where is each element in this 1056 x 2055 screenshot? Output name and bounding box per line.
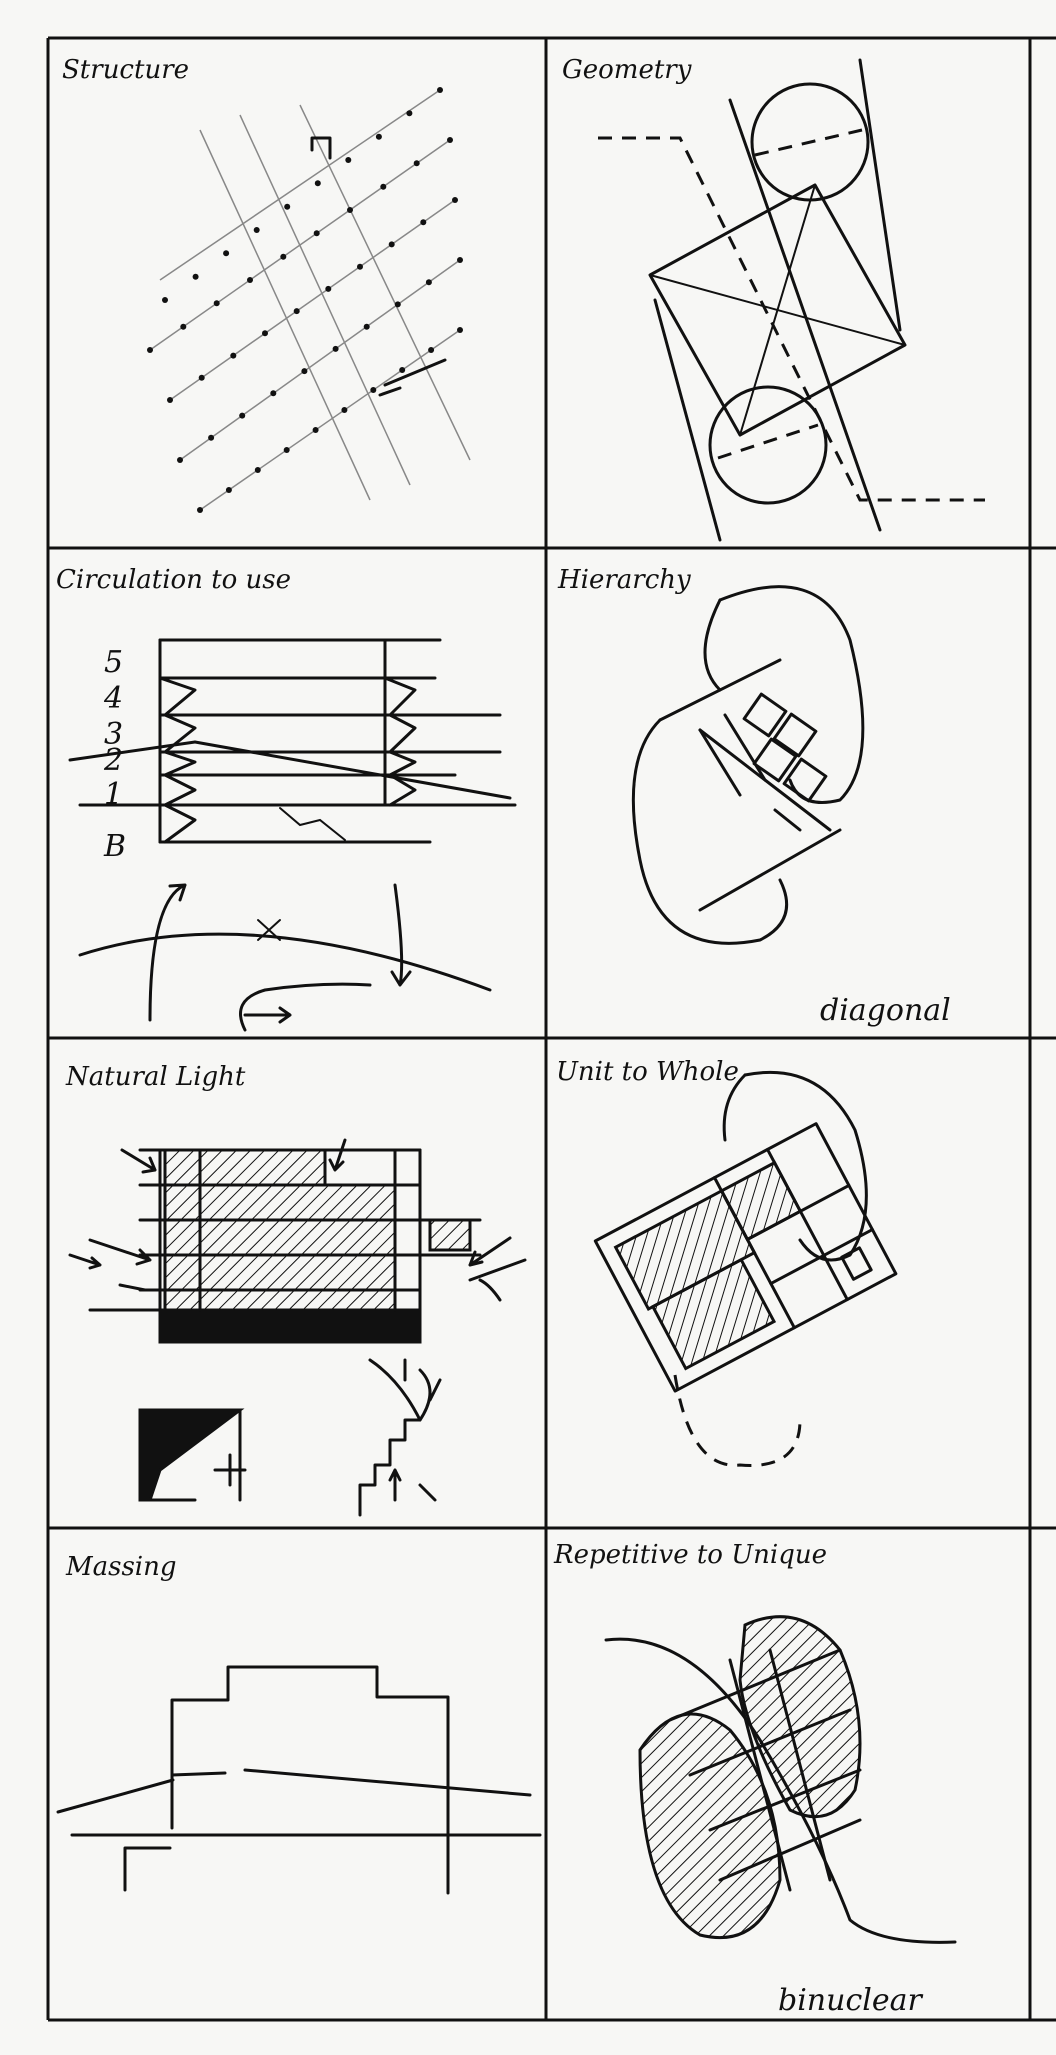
column-dot bbox=[147, 347, 153, 353]
column-dot bbox=[262, 330, 268, 337]
column-dot bbox=[413, 160, 420, 167]
level-label: 2 bbox=[103, 743, 123, 778]
column-dot bbox=[197, 507, 203, 513]
column-dot bbox=[223, 250, 230, 257]
column-dot bbox=[312, 427, 319, 433]
cell-title-repetitive: Repetitive to Unique bbox=[553, 1540, 827, 1570]
level-label: 5 bbox=[104, 645, 123, 680]
column-dot bbox=[198, 374, 205, 381]
column-dot bbox=[230, 352, 237, 359]
column-dot bbox=[213, 300, 220, 307]
column-dot bbox=[284, 203, 291, 210]
column-dot bbox=[208, 434, 215, 441]
column-dot bbox=[457, 327, 463, 333]
cell-title-natural-light: Natural Light bbox=[65, 1062, 246, 1092]
column-dot bbox=[332, 345, 339, 352]
column-dot bbox=[406, 110, 413, 117]
level-label: 3 bbox=[104, 717, 123, 752]
column-dot bbox=[192, 273, 199, 280]
level-label: B bbox=[103, 829, 126, 864]
column-dot bbox=[388, 241, 395, 248]
cell-title-structure: Structure bbox=[62, 55, 189, 85]
column-dot bbox=[301, 368, 308, 375]
cell-title-hierarchy: Hierarchy bbox=[557, 565, 691, 595]
cell-unit-to-whole: Unit to Whole bbox=[556, 1057, 898, 1467]
cell-repetitive-to-unique: Repetitive to Unique binuclear bbox=[553, 1540, 957, 2018]
hierarchy-drawing bbox=[631, 585, 865, 945]
column-dot bbox=[341, 407, 348, 413]
column-dot bbox=[437, 87, 443, 93]
column-dot bbox=[345, 157, 352, 163]
circulation-levels: 5 4 3 2 1 B bbox=[103, 645, 126, 864]
column-dot bbox=[457, 257, 463, 263]
column-dot bbox=[313, 230, 320, 237]
geometry-drawing bbox=[598, 58, 985, 542]
cell-title-circulation: Circulation to use bbox=[56, 565, 291, 595]
repetitive-drawing bbox=[604, 1615, 957, 1944]
column-dot bbox=[280, 253, 287, 260]
column-dot bbox=[347, 207, 353, 213]
cell-title-geometry: Geometry bbox=[562, 55, 692, 85]
column-dot bbox=[420, 219, 427, 226]
hierarchy-note: diagonal bbox=[820, 993, 951, 1028]
column-dot bbox=[399, 367, 406, 373]
column-dot bbox=[452, 197, 458, 203]
column-dot bbox=[270, 390, 277, 397]
massing-drawing bbox=[56, 1665, 542, 1895]
cell-hierarchy: Hierarchy diagonal bbox=[557, 565, 951, 1028]
circulation-section-drawing bbox=[68, 638, 517, 1032]
column-dot bbox=[283, 447, 290, 453]
column-dot bbox=[325, 285, 332, 292]
column-dot bbox=[370, 387, 377, 393]
column-dot bbox=[253, 227, 260, 233]
column-dot bbox=[425, 279, 432, 286]
cell-title-massing: Massing bbox=[65, 1552, 177, 1582]
column-dot bbox=[247, 277, 253, 283]
column-dot bbox=[314, 180, 321, 187]
structure-column-dots bbox=[147, 87, 463, 513]
cell-structure: Structure bbox=[62, 55, 471, 513]
cell-natural-light: Natural Light bbox=[65, 1062, 527, 1517]
column-dot bbox=[177, 457, 183, 463]
level-label: 4 bbox=[103, 681, 123, 716]
cell-circulation: Circulation to use 5 4 3 2 1 B bbox=[56, 565, 517, 1032]
column-dot bbox=[293, 308, 300, 315]
column-dot bbox=[380, 183, 387, 190]
column-dot bbox=[225, 487, 232, 493]
unit-to-whole-drawing bbox=[593, 1070, 898, 1467]
grid-frame bbox=[46, 36, 1056, 2022]
column-dot bbox=[239, 412, 246, 419]
cell-massing: Massing bbox=[56, 1552, 542, 1895]
column-dot bbox=[375, 133, 382, 140]
column-dot bbox=[363, 323, 370, 330]
column-dot bbox=[447, 137, 453, 143]
column-dot bbox=[394, 301, 401, 308]
structure-n-mark bbox=[310, 136, 332, 160]
cell-title-unit-to-whole: Unit to Whole bbox=[556, 1057, 739, 1087]
natural-light-section-drawing bbox=[68, 1138, 527, 1517]
structure-grid-drawing bbox=[147, 87, 471, 513]
structure-bar-mark bbox=[383, 358, 447, 387]
cell-geometry: Geometry bbox=[562, 55, 985, 542]
column-dot bbox=[167, 397, 173, 403]
repetitive-note: binuclear bbox=[778, 1983, 923, 2018]
column-dot bbox=[428, 347, 435, 353]
level-label: 1 bbox=[104, 777, 123, 812]
column-dot bbox=[180, 323, 187, 330]
column-dot bbox=[357, 263, 363, 270]
column-dot bbox=[162, 297, 168, 303]
column-dot bbox=[254, 467, 261, 473]
